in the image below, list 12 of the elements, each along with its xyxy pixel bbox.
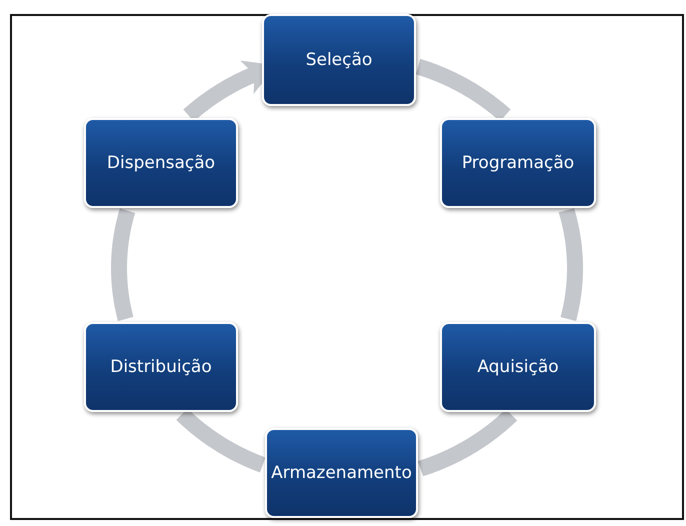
- step-label: Dispensação: [106, 153, 216, 173]
- process-box: [84, 118, 238, 208]
- step-label: Aquisição: [477, 357, 559, 377]
- process-box: [265, 428, 418, 518]
- step-label: Programação: [462, 153, 574, 173]
- step-label: Distribuição: [110, 357, 212, 377]
- process-box: [440, 118, 596, 208]
- process-box: [84, 322, 238, 412]
- process-box: [262, 14, 416, 106]
- step-label: Armazenamento: [271, 463, 412, 483]
- process-box: [440, 322, 596, 412]
- step-label: Seleção: [306, 50, 372, 70]
